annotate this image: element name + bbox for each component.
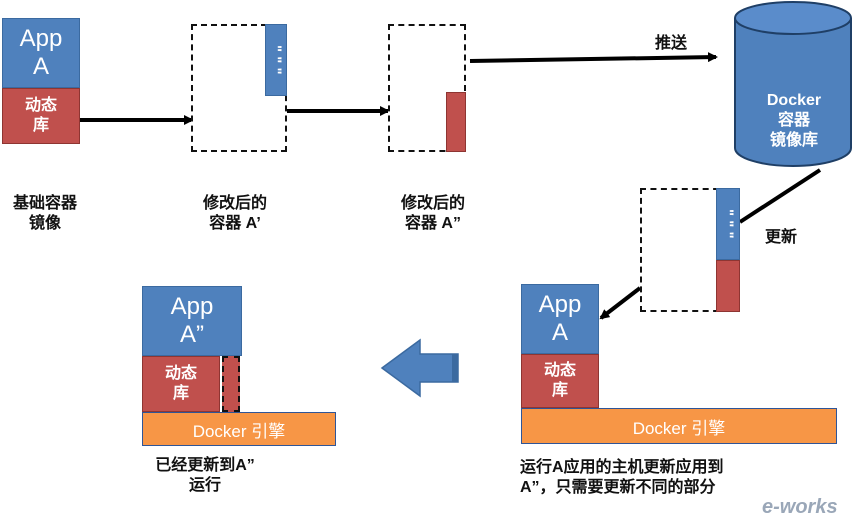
host-lib-block: 动态 库 — [521, 354, 599, 408]
adouble-lib-strip — [446, 92, 466, 152]
arrow-update-line — [738, 168, 822, 224]
host-app-label: App A — [538, 291, 582, 346]
registry-label: Docker 容器 镜像库 — [766, 92, 822, 149]
host-engine-label: Docker 引擎 — [632, 418, 726, 438]
base-app-block: App A — [2, 18, 80, 88]
updated-app-block: App A” — [142, 286, 242, 356]
host-lib-label: 动态 库 — [543, 362, 576, 399]
updated-engine-label: Docker 引擎 — [192, 421, 286, 441]
aprime-strip-text: " " " — [267, 45, 285, 75]
update-label: 更新 — [764, 229, 797, 246]
updated-lib-patch — [222, 356, 240, 412]
aprime-caption: 修改后的 容器 A’ — [202, 195, 267, 232]
base-app-label: App A — [19, 25, 63, 80]
updated-engine-bar: Docker 引擎 — [142, 412, 336, 446]
host-engine-bar: Docker 引擎 — [521, 408, 837, 444]
arrow-push — [469, 52, 718, 63]
updated-lib-block: 动态 库 — [142, 356, 220, 412]
diff-strip-text: " " " — [719, 209, 737, 239]
host-running-caption: 运行A应用的主机更新应用到 A”，只需要更新不同的部分 — [520, 459, 724, 496]
ework-logo: e-works — [762, 496, 838, 518]
updated-lib-label: 动态 库 — [164, 365, 197, 402]
base-lib-block: 动态 库 — [2, 88, 80, 144]
push-label: 推送 — [654, 35, 687, 52]
diff-app-strip: " " " — [716, 188, 740, 260]
updated-caption: 已经更新到A” 运行 — [155, 457, 255, 494]
big-left-arrow — [380, 338, 459, 398]
adouble-caption: 修改后的 容器 A” — [400, 195, 465, 232]
base-lib-label: 动态 库 — [24, 97, 57, 134]
diff-lib-strip — [716, 260, 740, 312]
aprime-app-strip: " " " — [265, 24, 287, 96]
base-image-caption: 基础容器 镜像 — [12, 195, 77, 232]
host-app-block: App A — [521, 284, 599, 354]
registry-cylinder — [734, 1, 852, 167]
arrow-update-to-host — [599, 286, 642, 320]
updated-app-label: App A” — [170, 293, 214, 348]
